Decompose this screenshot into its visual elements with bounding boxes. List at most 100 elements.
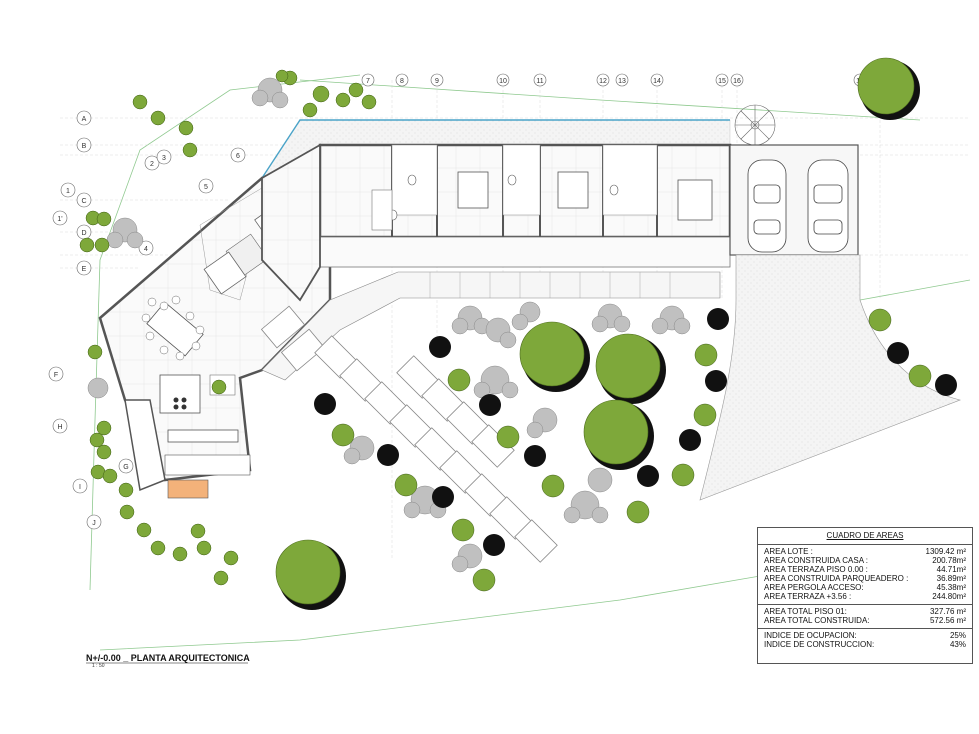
grid-bubble: 4 (138, 240, 154, 256)
area-label: AREA PERGOLA ACCESO: (764, 583, 864, 592)
bed (457, 171, 489, 209)
drawing-title-block: N+/-0.00 _ PLANTA ARQUITECTONICA 1 : 50 (86, 653, 250, 669)
grid-label: 8 (400, 78, 404, 85)
accent-floor (167, 479, 209, 499)
grid-axes-top: 7 8 9 10 11 12 13 14 15 16 17 (361, 73, 867, 87)
shrub (908, 364, 932, 388)
shrub (251, 77, 289, 109)
grid-label: 3 (162, 155, 166, 162)
shrub (106, 217, 144, 249)
area-row: AREA LOTE : 1309.42 m² (764, 547, 966, 556)
grid-label: 1 (66, 188, 70, 195)
driveway (699, 254, 961, 501)
kitchen-island (159, 374, 201, 414)
grid-bubble: J (86, 514, 102, 530)
area-label: AREA CONSTRUIDA CASA : (764, 556, 869, 565)
grid-bubble: 5 (198, 178, 214, 194)
shrub (343, 435, 375, 465)
grid-bubble: 15 (715, 73, 729, 87)
area-value: 572.56 m² (929, 616, 966, 625)
grid-axes-left: A B C 1' D E F H G I J 1 2 3 4 5 6 (48, 110, 246, 530)
tree (595, 333, 666, 404)
shrub (447, 368, 471, 392)
grid-label: F (54, 372, 58, 379)
bedroom-wing (261, 143, 732, 302)
grid-bubble: H (52, 418, 68, 434)
grid-bubble: A (76, 110, 92, 126)
shrub (693, 403, 717, 427)
shrub (541, 474, 565, 498)
shrub (377, 444, 399, 466)
area-label: AREA TERRAZA +3.56 : (764, 592, 852, 601)
grid-bubble: 10 (496, 73, 510, 87)
shrub (451, 518, 475, 542)
grid-label: 10 (499, 78, 507, 85)
shrub (96, 211, 112, 227)
area-table-section: AREA TOTAL PISO 01:327.76 m² AREA TOTAL … (758, 605, 972, 629)
shrub (563, 490, 609, 524)
shrub (79, 237, 95, 253)
armchair (203, 251, 247, 295)
shrub (178, 120, 194, 136)
area-row: AREA TERRAZA +3.56 :244.80m² (764, 592, 966, 601)
shrub (432, 486, 454, 508)
grid-label: C (81, 198, 86, 205)
area-row: AREA CONSTRUIDA PARQUEADERO :36.89m² (764, 574, 966, 583)
shrub (361, 94, 377, 110)
shrub (275, 69, 289, 83)
grid-bubble: 1 (60, 182, 76, 198)
dark-shrubs (314, 308, 957, 556)
glass-railing (261, 119, 730, 179)
shrub (118, 482, 134, 498)
grid-label: E (82, 266, 87, 273)
shrub (473, 365, 519, 399)
grid-label: 9 (435, 78, 439, 85)
grid-label: H (57, 424, 62, 431)
grid-bubble: 13 (615, 73, 629, 87)
dining-chairs (141, 295, 205, 361)
grid-bubble: 8 (395, 73, 409, 87)
grid-bubble: 7 (361, 73, 375, 87)
shrub (348, 82, 364, 98)
grid-label: 2 (150, 161, 154, 168)
shrub (591, 303, 631, 333)
shrub (524, 445, 546, 467)
bed (677, 179, 713, 221)
drawing-scale: 1 : 50 (92, 663, 105, 669)
shrub (707, 308, 729, 330)
shrub (472, 568, 496, 592)
car (747, 159, 787, 253)
grid-label: 6 (236, 153, 240, 160)
shrub (302, 102, 318, 118)
area-label: AREA LOTE : (764, 547, 813, 556)
shrub (213, 570, 229, 586)
shrub (705, 370, 727, 392)
grid-bubble: C (76, 192, 92, 208)
tree (275, 539, 346, 610)
shrub (679, 429, 701, 451)
area-row: INDICE DE OCUPACION:25% (764, 631, 966, 640)
grid-bubble: 12 (596, 73, 610, 87)
shrub (671, 463, 695, 487)
area-value: 1309.42 m² (925, 547, 966, 556)
shrub (868, 308, 892, 332)
grid-label: 4 (144, 246, 148, 253)
shrub (587, 467, 613, 493)
shrub (172, 546, 188, 562)
area-schedule-table: CUADRO DE AREAS AREA LOTE :1309.42 m² AR… (757, 527, 973, 664)
shrub (87, 344, 103, 360)
shrub (96, 444, 112, 460)
shrub (102, 468, 118, 484)
shrub (935, 374, 957, 396)
area-table-section: INDICE DE OCUPACION:25% INDICE DE CONSTR… (758, 629, 972, 652)
shrub (314, 393, 336, 415)
bed (557, 171, 589, 209)
stepping-stones (260, 305, 558, 563)
area-label: AREA TOTAL CONSTRUIDA: (764, 616, 870, 625)
shrub (887, 342, 909, 364)
shrub (312, 85, 330, 103)
area-row: AREA TERRAZA PISO 0.00 :44.71m² (764, 565, 966, 574)
grid-bubble: E (76, 260, 92, 276)
area-label: INDICE DE OCUPACION: (764, 631, 857, 640)
shrub (483, 534, 505, 556)
